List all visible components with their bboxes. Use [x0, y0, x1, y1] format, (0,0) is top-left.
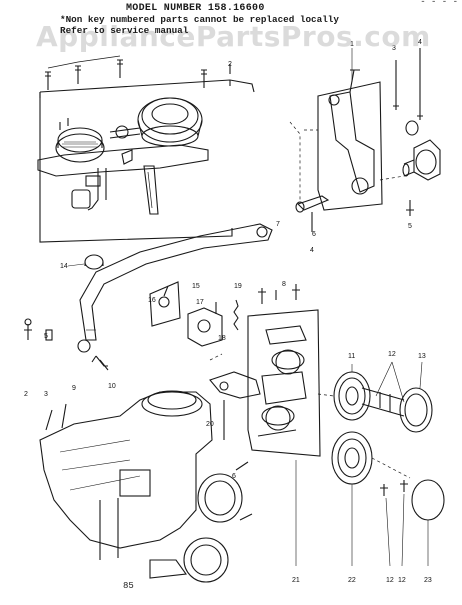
middle-small-parts — [149, 281, 300, 347]
callout-21: 21 — [292, 577, 300, 584]
left-loose-parts — [24, 318, 109, 371]
page-number: 85 — [123, 581, 134, 591]
corner-mark: - - - - — [420, 0, 458, 7]
callout-6b: 6 — [232, 473, 236, 480]
callout-10: 10 — [108, 383, 116, 390]
upper-assembly-mechanism — [37, 97, 209, 215]
callout-3b: 3 — [44, 391, 48, 398]
callout-4: 4 — [418, 39, 422, 46]
right-bracket-box — [317, 69, 383, 211]
callout-5: 5 — [408, 223, 412, 230]
cap-14 — [84, 254, 104, 270]
screw-group-top — [45, 55, 231, 90]
callout-labels: 1 2 3 4 5 6 7 8 9 10 11 12 13 14 15 16 1… — [24, 39, 432, 584]
right-disc-assemblies — [317, 371, 445, 521]
callout-19: 19 — [234, 283, 242, 290]
callout-16: 16 — [148, 297, 156, 304]
callout-5b: 5 — [44, 333, 48, 340]
callout-4b: 4 — [310, 247, 314, 254]
callout-12a: 12 — [388, 351, 396, 358]
callout-23: 23 — [424, 577, 432, 584]
upper-assembly-frame — [39, 79, 255, 243]
callout-6: 6 — [312, 231, 316, 238]
callout-22: 22 — [348, 577, 356, 584]
callout-1: 1 — [350, 41, 354, 48]
callout-2: 2 — [228, 61, 232, 68]
callout-17: 17 — [196, 299, 204, 306]
callout-8: 8 — [282, 281, 286, 288]
replacement-note: *Non key numbered parts cannot be replac… — [60, 14, 339, 36]
lower-machine-head — [39, 390, 253, 583]
callout-12c: 12 — [398, 577, 406, 584]
callout-15: 15 — [192, 283, 200, 290]
watermark: AppliancePartsPros.com — [36, 20, 431, 53]
right-upper-parts — [289, 48, 441, 232]
leader-lines — [67, 48, 429, 567]
central-bracket-box — [247, 309, 321, 457]
callout-20: 20 — [206, 421, 214, 428]
callout-7: 7 — [276, 221, 280, 228]
link-arm-20 — [209, 353, 261, 440]
model-number-title: MODEL NUMBER 158.16600 — [126, 3, 265, 14]
callout-14: 14 — [60, 263, 68, 270]
callout-18: 18 — [218, 335, 226, 342]
callout-11: 11 — [348, 353, 355, 360]
callout-9: 9 — [72, 385, 76, 392]
callout-12b: 12 — [386, 577, 394, 584]
callout-3: 3 — [392, 45, 396, 52]
note-line-2: Refer to service manual — [60, 25, 189, 36]
crank-rod — [77, 223, 273, 353]
note-line-1: *Non key numbered parts cannot be replac… — [60, 14, 339, 25]
callout-13: 13 — [418, 353, 426, 360]
callout-2b: 2 — [24, 391, 28, 398]
